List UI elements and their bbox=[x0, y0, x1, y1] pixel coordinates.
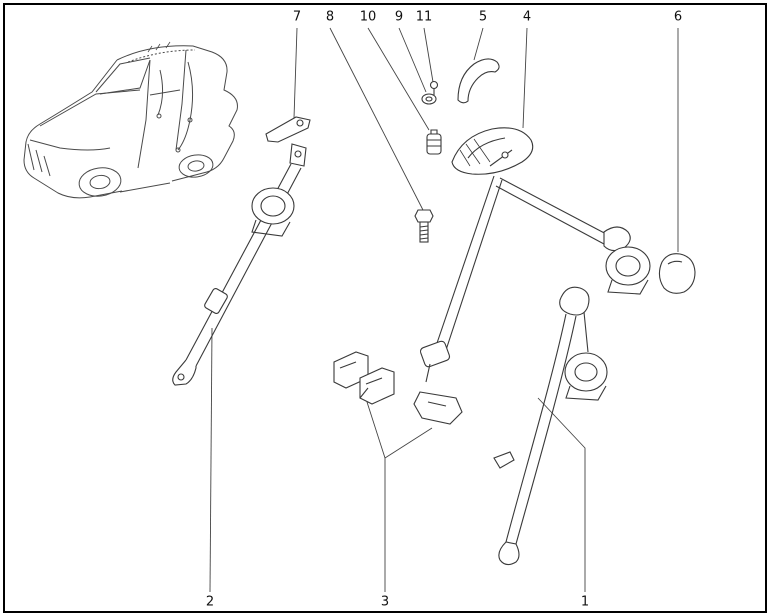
callout-9: 9 bbox=[392, 9, 406, 25]
callout-6: 6 bbox=[671, 9, 685, 25]
callout-1: 1 bbox=[578, 594, 592, 610]
callout-7: 7 bbox=[290, 9, 304, 25]
leader-lines bbox=[209, 27, 679, 593]
part-5-belt-guide-icon bbox=[457, 58, 500, 104]
callout-4: 4 bbox=[520, 9, 534, 25]
car-illustration-icon bbox=[23, 41, 238, 199]
part-3-buckle-pair-icon bbox=[333, 351, 395, 405]
callout-11: 11 bbox=[413, 9, 435, 25]
part-3-center-belt-icon bbox=[413, 175, 503, 425]
callout-2: 2 bbox=[203, 594, 217, 610]
part-9-grommet-icon bbox=[421, 93, 437, 105]
part-6-cover-cap-icon bbox=[658, 253, 696, 294]
callout-10: 10 bbox=[357, 9, 379, 25]
part-10-clip-icon bbox=[426, 129, 442, 155]
callout-8: 8 bbox=[323, 9, 337, 25]
part-8-bolt-icon bbox=[414, 209, 434, 243]
part-7-anchor-bracket-icon bbox=[265, 116, 311, 143]
part-11-screw-pin-icon bbox=[429, 80, 439, 95]
callout-3: 3 bbox=[378, 594, 392, 610]
part-4-cover-plate-icon bbox=[451, 127, 534, 175]
callout-5: 5 bbox=[476, 9, 490, 25]
part-2-belt-assembly-icon bbox=[172, 143, 307, 386]
part-1-belt-assembly-icon bbox=[493, 286, 608, 566]
right-belt-retractor-icon bbox=[495, 177, 651, 295]
